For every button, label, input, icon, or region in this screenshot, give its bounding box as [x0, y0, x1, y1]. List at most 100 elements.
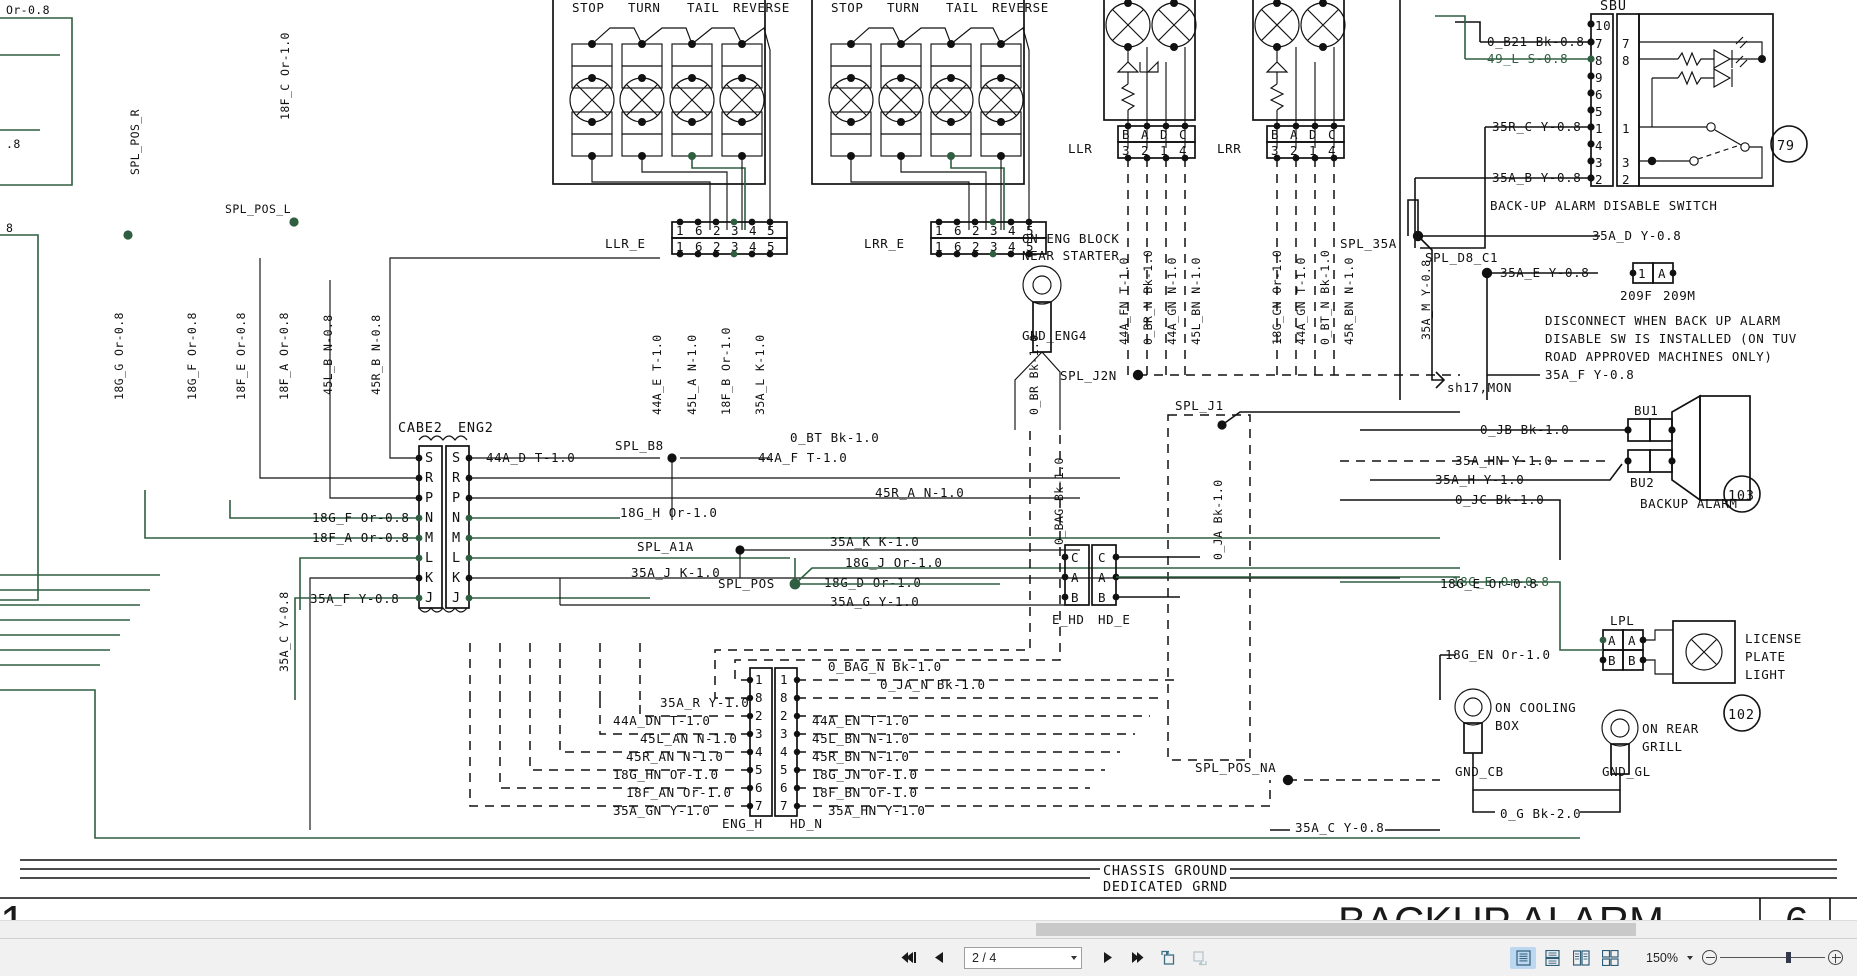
previous-page-button[interactable]	[928, 947, 950, 969]
pin-label: 2	[713, 223, 721, 238]
svg-text:7: 7	[780, 798, 788, 813]
wiring-schematic: .w { stroke:#111; stroke-width:1.6; fill…	[0, 0, 1857, 938]
connector-name: HD_E	[1098, 612, 1131, 627]
wire-label: 45R_B N-0.8	[369, 314, 383, 395]
lamp-label: STOP	[572, 0, 605, 15]
wire-label: 18F_AN Or-1.0	[626, 785, 732, 800]
note: ON REAR	[1642, 721, 1699, 736]
lamp-cluster-lrr: STOP TURN TAIL REVERSE	[811, 0, 1048, 230]
svg-text:C: C	[1071, 550, 1079, 565]
view-mode-single-page[interactable]	[1510, 946, 1536, 969]
svg-text:4: 4	[1328, 143, 1336, 158]
wire-label: SPL_POS_R	[128, 109, 142, 175]
svg-text:2: 2	[1141, 143, 1149, 158]
connector-lrr-e: 1 6 2 3 4 5 1 6 2 3 4 5 LRR_E	[864, 218, 1047, 258]
pin-label: 2	[972, 239, 980, 254]
wire-label: 18F_A Or-0.8	[277, 312, 291, 400]
view-mode-two-page-scroll[interactable]	[1597, 947, 1623, 969]
device-name: LICENSE	[1745, 631, 1802, 646]
horizontal-scrollbar[interactable]	[0, 920, 1857, 938]
view-mode-two-page-spread[interactable]	[1568, 947, 1594, 969]
zoom-dropdown-caret-icon[interactable]	[1687, 955, 1693, 960]
wire-label: 35A_D Y-0.8	[1592, 228, 1681, 243]
zoom-slider-track[interactable]	[1720, 952, 1825, 963]
svg-text:K: K	[425, 570, 434, 586]
next-page-button[interactable]	[1096, 947, 1118, 969]
svg-text:2: 2	[1622, 172, 1630, 187]
svg-text:C: C	[1179, 127, 1187, 142]
svg-text:6: 6	[1595, 87, 1603, 102]
wire-label: 18G_F Or-0.8	[185, 312, 199, 400]
pin-label: 4	[1008, 239, 1016, 254]
pin-label: 6	[695, 239, 703, 254]
wire-label: 35A_M Y-0.8	[1419, 259, 1433, 340]
backup-alarm-device: BU1 BU2 BACKUP ALARM 103	[1624, 394, 1761, 513]
device-name: BACKUP ALARM	[1640, 496, 1738, 511]
svg-text:1: 1	[755, 672, 763, 687]
zoom-out-button[interactable]	[1702, 950, 1717, 965]
svg-text:3: 3	[780, 726, 788, 741]
svg-text:7: 7	[755, 798, 763, 813]
svg-text:1: 1	[1595, 121, 1603, 136]
pin-label: 5	[767, 239, 775, 254]
pin-label: 3	[731, 239, 739, 254]
wire-label: 18G_D Or-1.0	[824, 575, 922, 590]
wire-label: 35A_HN Y-1.0	[828, 803, 926, 818]
wire-label: 45L_BN N-1.0	[1189, 257, 1203, 345]
pin-label: 3	[990, 239, 998, 254]
ground-id: GND_GL	[1602, 764, 1651, 779]
lamp-cluster-llr: STOP TURN TAIL REVERSE	[552, 0, 789, 230]
svg-text:4: 4	[1595, 138, 1603, 153]
wire-label: 45R_AN N-1.0	[626, 749, 724, 764]
page-number-input[interactable]: 2 / 4	[964, 946, 1082, 969]
svg-text:1: 1	[1622, 121, 1630, 136]
document-canvas[interactable]: .w { stroke:#111; stroke-width:1.6; fill…	[0, 0, 1857, 938]
wire-label: .8	[6, 137, 21, 151]
wire-label: 18G_J Or-1.0	[845, 555, 943, 570]
wire-label: 0_JB Bk-1.0	[1480, 422, 1569, 437]
wire-label: 35A_F Y-0.8	[310, 591, 399, 606]
svg-text:1: 1	[780, 672, 788, 687]
svg-text:3: 3	[1122, 143, 1130, 158]
svg-text:3: 3	[755, 726, 763, 741]
wire-label: 45L_BN N-1.0	[812, 731, 910, 746]
wire-label: 44A_GN N-1.0	[1165, 257, 1179, 345]
wire-label: Or-0.8	[6, 3, 50, 17]
wire-label: 35A_C Y-0.8	[1295, 820, 1384, 835]
zoom-slider-thumb[interactable]	[1786, 952, 1791, 963]
zoom-in-button[interactable]	[1828, 950, 1843, 965]
svg-text:8: 8	[1595, 53, 1603, 68]
connector-name: SBU	[1600, 0, 1627, 14]
svg-text:3: 3	[1271, 143, 1279, 158]
zoom-slider[interactable]	[1720, 952, 1825, 963]
wire-label: 0_JA_N Bk-1.0	[880, 677, 986, 692]
pin-label: 5	[1026, 223, 1034, 238]
pin-label: 3	[731, 223, 739, 238]
svg-text:A: A	[1608, 633, 1616, 648]
next-view-icon[interactable]	[1188, 947, 1212, 969]
wire-label: 18G_E Or-0.8	[1452, 574, 1550, 589]
wire-label: 18G_F Or-0.8	[312, 510, 410, 525]
ground-eng4: GND_ENG4 ON ENG BLOCK NEAR STARTER	[1022, 231, 1119, 353]
pin-label: 4	[749, 239, 757, 254]
connector-name: E_HD	[1052, 612, 1085, 627]
pin-label: 5	[1026, 239, 1034, 254]
svg-text:B: B	[1098, 590, 1106, 605]
pin-label: 4	[1008, 223, 1016, 238]
pin-label: 5	[767, 223, 775, 238]
svg-text:L: L	[425, 550, 434, 566]
pin-label: 6	[695, 223, 703, 238]
first-page-button[interactable]	[898, 947, 920, 969]
last-page-button[interactable]	[1126, 947, 1148, 969]
svg-text:1: 1	[1638, 266, 1646, 281]
horizontal-scrollbar-thumb[interactable]	[1036, 923, 1636, 936]
splice-label: SPL_D8_C1	[1425, 250, 1498, 265]
wire-label: 35A_HN Y-1.0	[1455, 453, 1553, 468]
wire-label: 18G_E Or-0.8	[1440, 576, 1538, 591]
previous-view-icon[interactable]	[1156, 947, 1180, 969]
device-name: PLATE	[1745, 649, 1786, 664]
view-mode-continuous-scroll[interactable]	[1539, 947, 1565, 969]
note: BOX	[1495, 718, 1519, 733]
pin-label: 4	[749, 223, 757, 238]
